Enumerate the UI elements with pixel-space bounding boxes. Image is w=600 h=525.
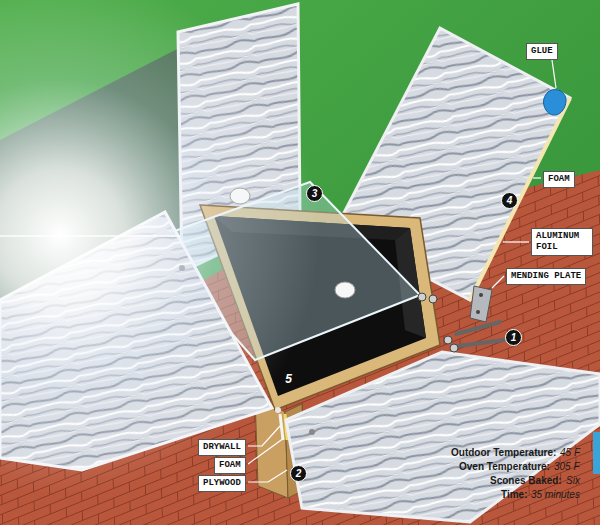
tag-label: GLUE bbox=[526, 43, 558, 60]
callout-number: 1 bbox=[505, 329, 522, 346]
stat-value: 305 F bbox=[554, 461, 580, 473]
tag-label: FOAM bbox=[543, 171, 575, 188]
callout-number: 3 bbox=[306, 185, 323, 202]
stat-value: 45 F bbox=[560, 447, 580, 459]
tag-label: MENDING PLATE bbox=[506, 268, 586, 285]
layer-label: FOAM bbox=[214, 457, 246, 474]
stat-label: Time: bbox=[501, 489, 528, 501]
layer-label: DRYWALL bbox=[198, 439, 246, 456]
stat-label: Scones Baked: bbox=[490, 475, 562, 487]
stat-value: 35 minutes bbox=[531, 489, 580, 501]
side-tab bbox=[593, 432, 600, 474]
stat-value: Six bbox=[566, 475, 580, 487]
tag-label: ALUMINUM FOIL bbox=[531, 228, 593, 256]
callout-number: 2 bbox=[290, 465, 307, 482]
callout-number: 5 bbox=[281, 372, 296, 387]
stat-label: Outdoor Temperature: bbox=[451, 447, 556, 459]
callout-number: 4 bbox=[501, 192, 518, 209]
stat-label: Oven Temperature: bbox=[459, 461, 550, 473]
layer-label: PLYWOOD bbox=[198, 475, 246, 492]
